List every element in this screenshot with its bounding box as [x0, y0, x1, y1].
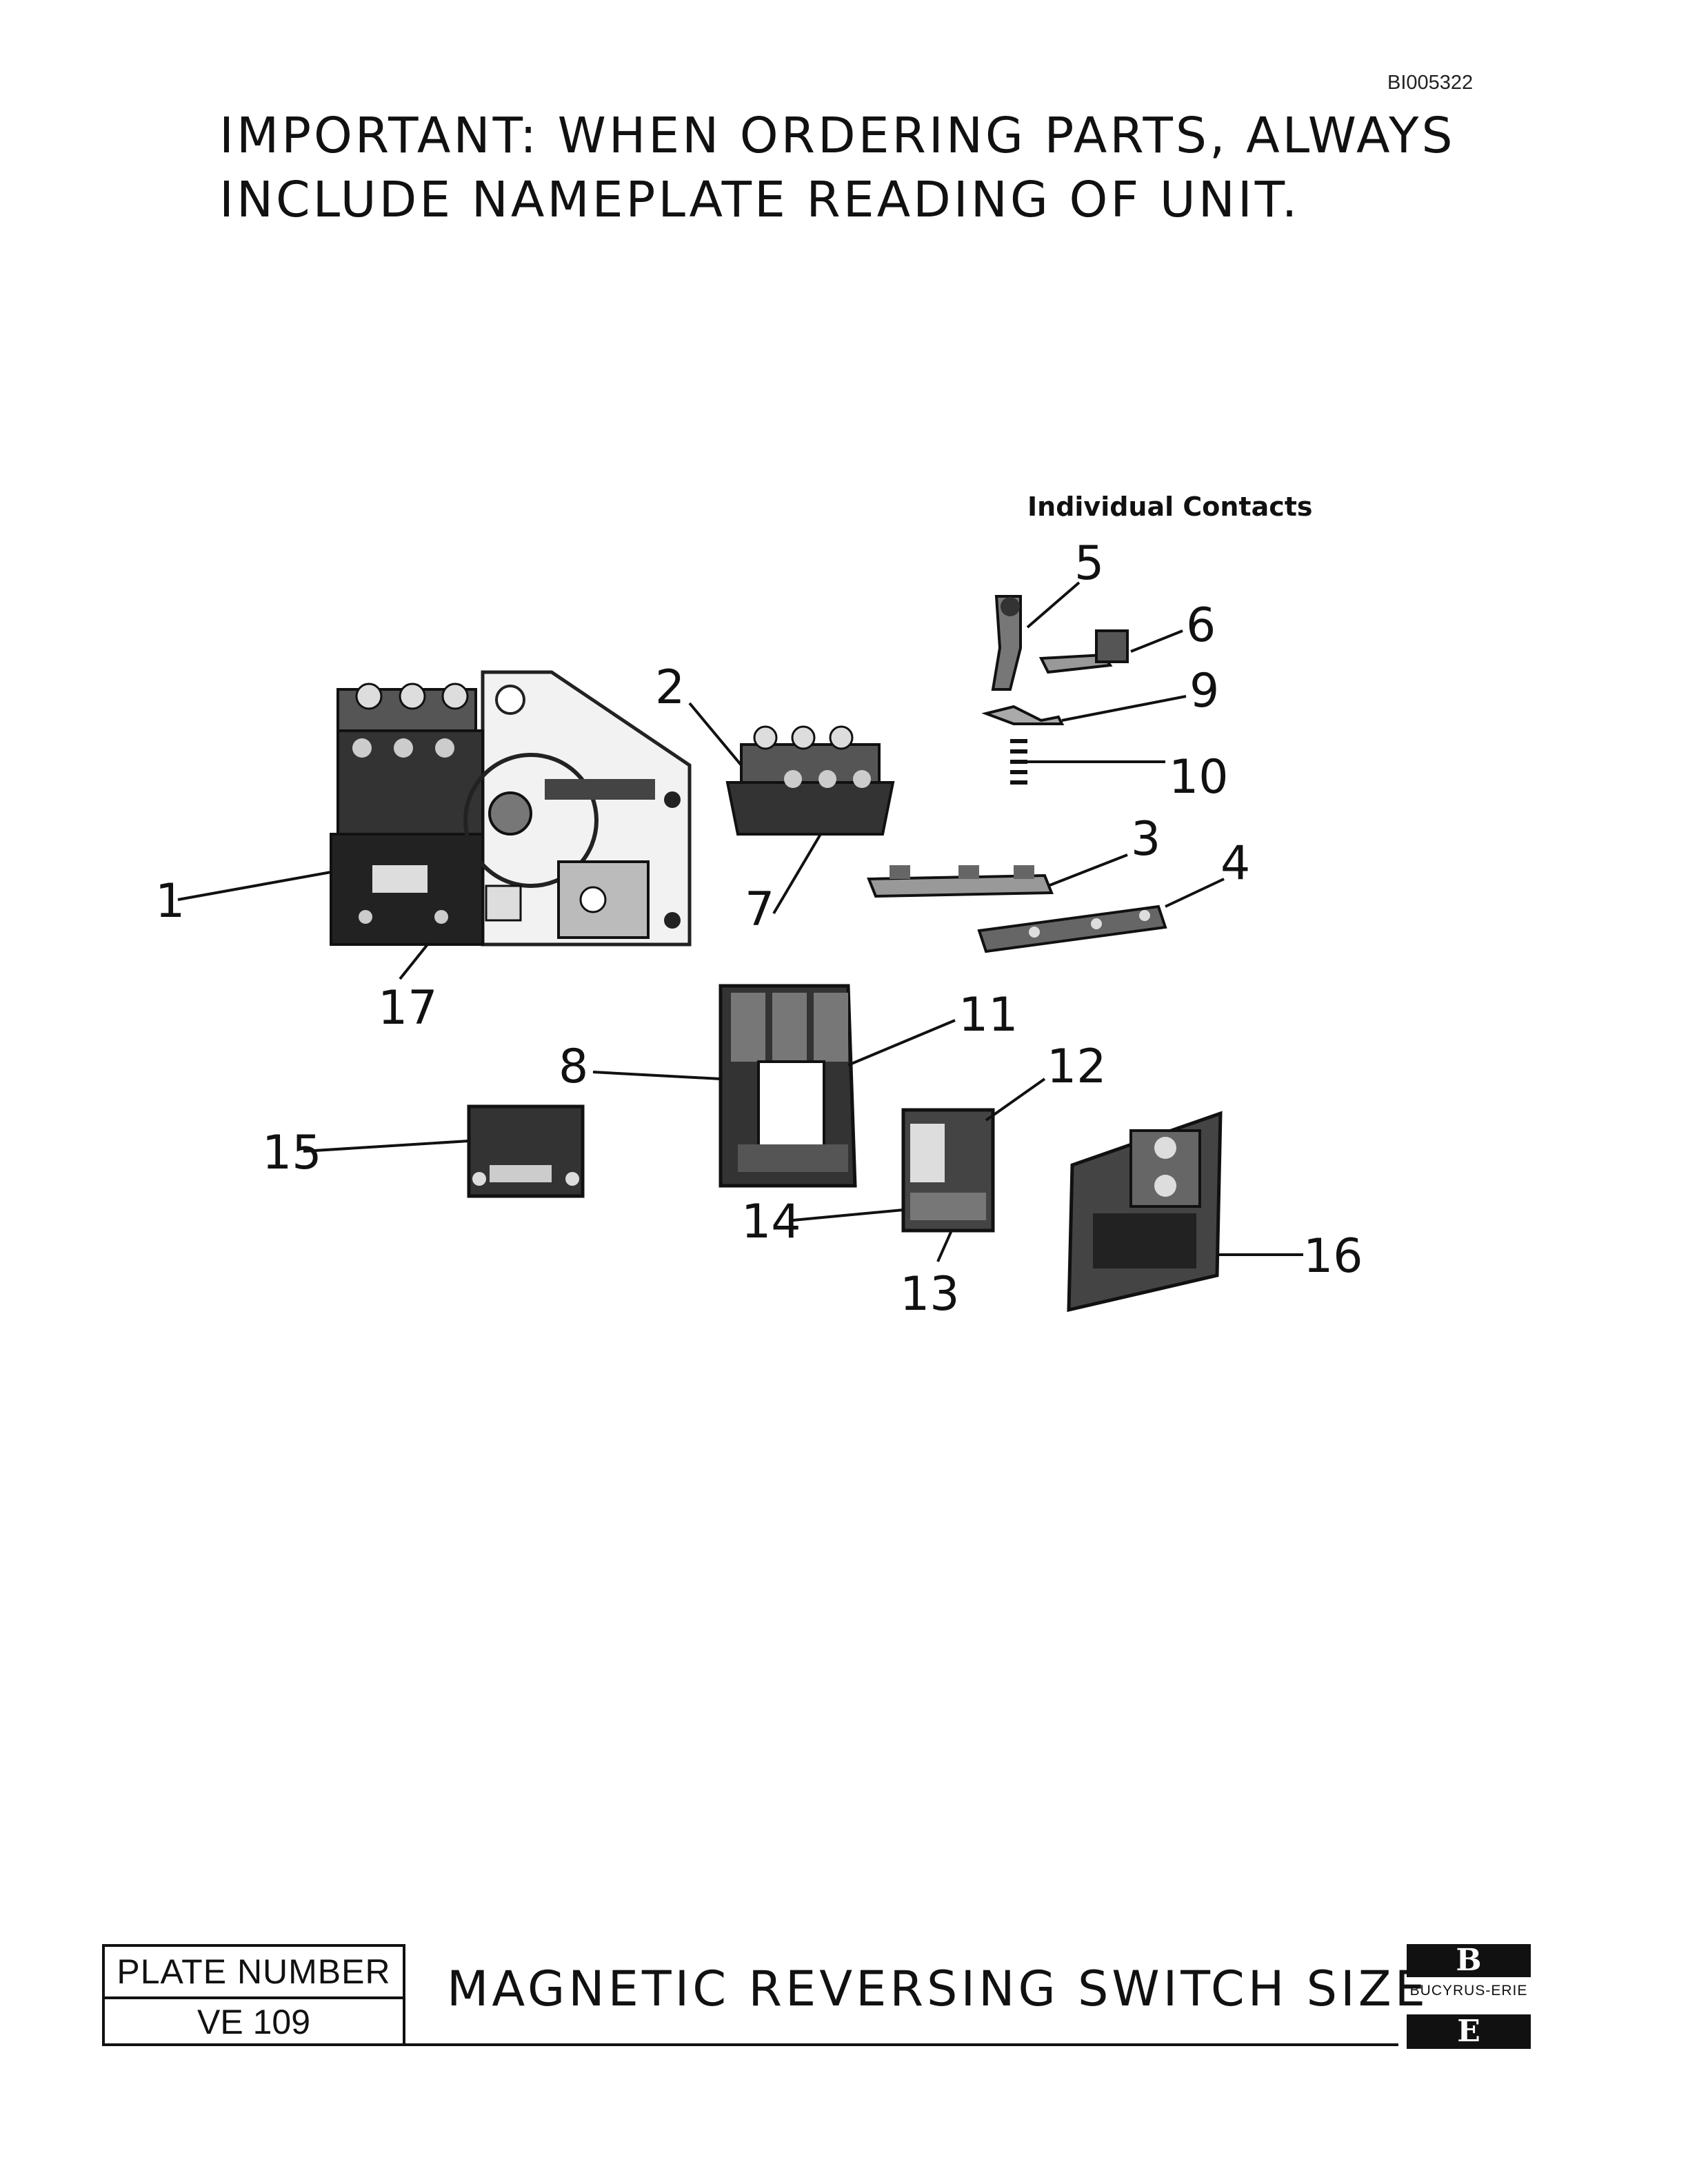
part-contact-block: [725, 725, 895, 836]
callout-15: 15: [262, 1126, 322, 1180]
part-main-switch-assembly: [330, 670, 692, 947]
callout-1: 1: [155, 874, 185, 929]
bucyrus-erie-logo: B BUCYRUS-ERIE E: [1407, 1944, 1531, 2049]
callout-4: 4: [1220, 836, 1250, 891]
callout-5: 5: [1074, 536, 1104, 591]
callout-3: 3: [1131, 812, 1160, 867]
callout-13: 13: [900, 1267, 960, 1322]
title-underline: [405, 2043, 1398, 2046]
callout-10: 10: [1169, 750, 1229, 805]
callout-6: 6: [1186, 598, 1216, 653]
drawing-title: MAGNETIC REVERSING SWITCH SIZE: [447, 1961, 1429, 2017]
plate-number-box: PLATE NUMBER VE 109: [102, 1944, 405, 2046]
callout-leaders: [177, 581, 1303, 1262]
part-contact-bar-4: [977, 904, 1167, 953]
logo-letter-e: E: [1457, 2014, 1480, 2049]
callout-7: 7: [745, 882, 774, 937]
logo-brand-name: BUCYRUS-ERIE: [1409, 1983, 1528, 1999]
logo-letter-b: B: [1456, 1943, 1482, 1978]
part-individual-contacts: [981, 595, 1129, 785]
callout-2: 2: [655, 660, 685, 715]
logo-top-block: [1407, 1944, 1531, 1977]
title-block: PLATE NUMBER VE 109 MAGNETIC REVERSING S…: [102, 1944, 1536, 2053]
callout-14: 14: [741, 1195, 801, 1249]
document-id: BI005322: [1387, 72, 1474, 94]
ordering-notice: IMPORTANT: WHEN ORDERING PARTS, ALWAYS I…: [219, 103, 1456, 232]
notice-line-1: IMPORTANT: WHEN ORDERING PARTS, ALWAYS: [219, 107, 1456, 164]
part-contact-bar-3: [867, 865, 1054, 898]
callout-12: 12: [1047, 1040, 1107, 1094]
contacts-section-title: Individual Contacts: [1027, 492, 1313, 522]
notice-line-2: INCLUDE NAMEPLATE READING OF UNIT.: [219, 171, 1300, 228]
callout-11: 11: [958, 988, 1018, 1042]
part-coil-frame: [719, 984, 857, 1188]
callout-9: 9: [1189, 664, 1219, 718]
callout-16: 16: [1303, 1229, 1363, 1284]
part-overload-relay: [467, 1104, 585, 1198]
part-magnet-frame: [1067, 1111, 1223, 1313]
callout-8: 8: [559, 1040, 588, 1094]
plate-number-value: VE 109: [197, 2003, 310, 2041]
plate-number-label: PLATE NUMBER: [105, 1947, 403, 1999]
logo-bottom-block: [1407, 2014, 1531, 2049]
callout-labels: 1 2 3 4 5 6 7 8 9 10 11 12 13 14 15 16 1…: [155, 536, 1363, 1322]
callout-17: 17: [378, 981, 438, 1035]
part-coil: [901, 1108, 995, 1233]
